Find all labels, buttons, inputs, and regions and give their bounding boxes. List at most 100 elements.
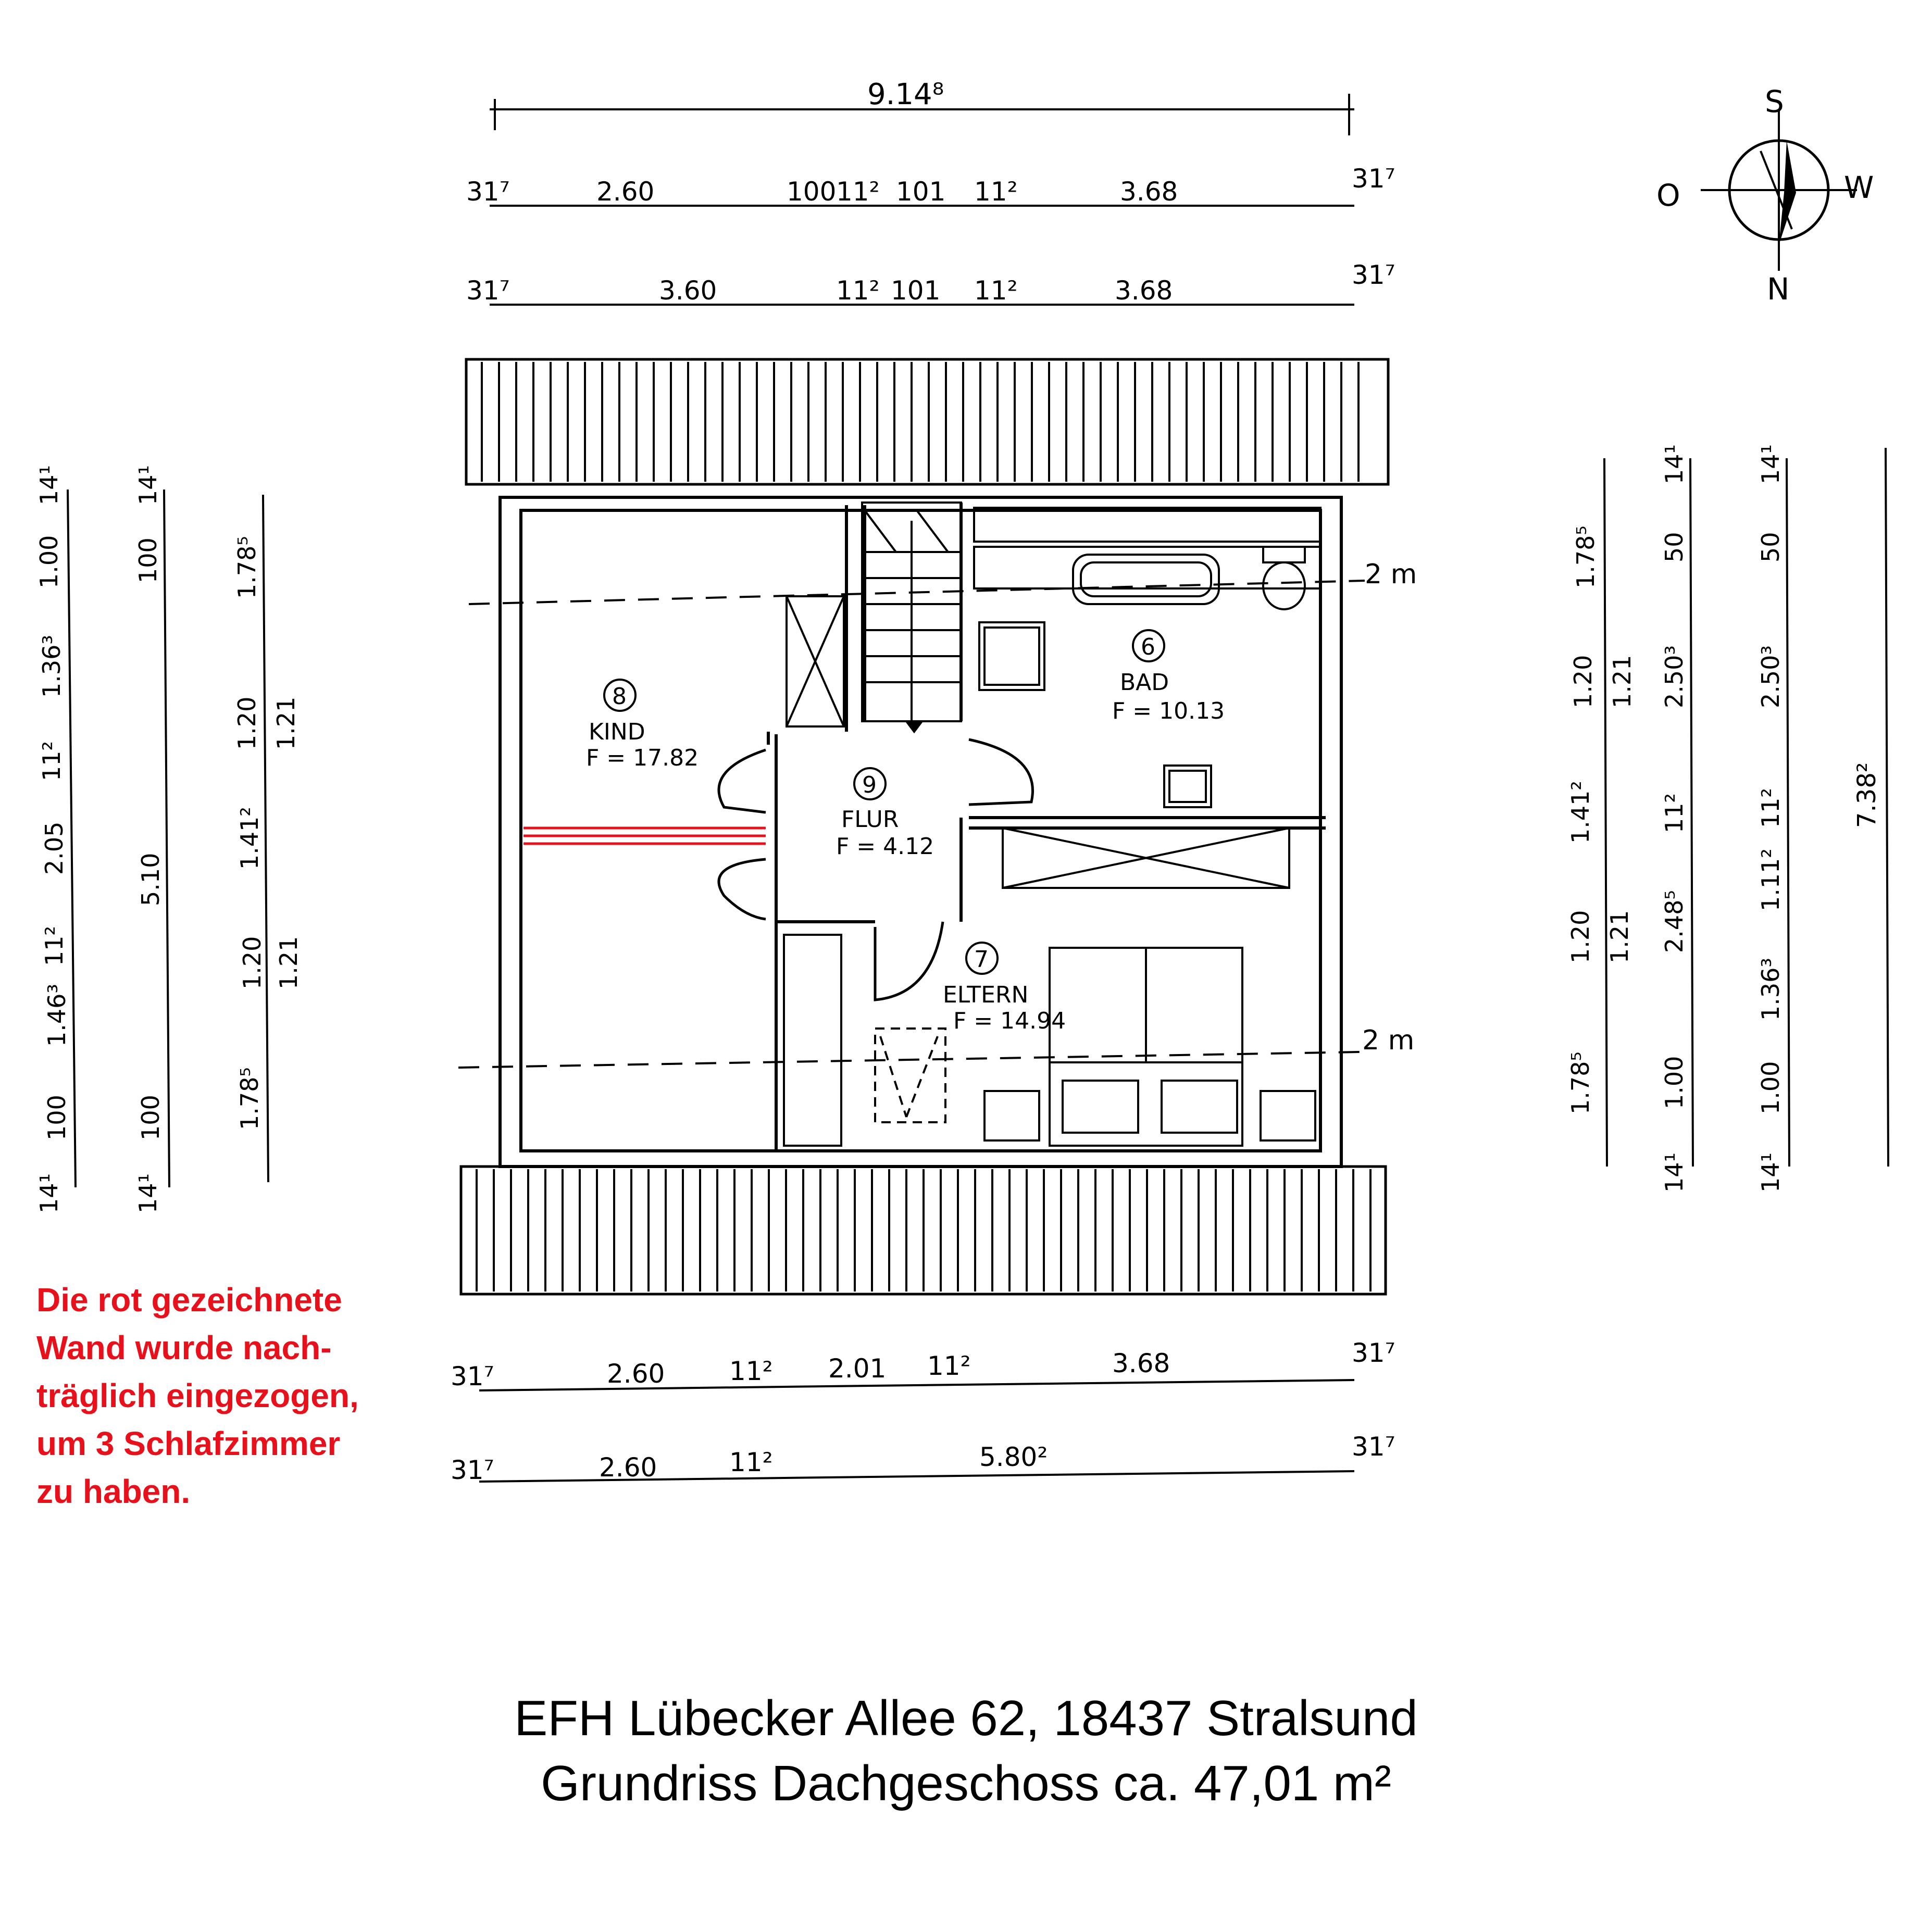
dim-top-row2-labels: 31⁷ 3.60 11² 101 11² 3.68 31⁷ <box>466 260 1395 306</box>
dim-label: 14¹ <box>35 1173 63 1213</box>
bath-fixtures <box>973 507 1322 808</box>
dim-label: 31⁷ <box>451 1361 494 1391</box>
dim-label: 1.46³ <box>43 984 71 1047</box>
dim-label: 31⁷ <box>1352 164 1395 194</box>
dim-label: 1.00 <box>35 535 63 588</box>
dim-label: 2.50³ <box>1660 645 1688 708</box>
dim-top-total: 9.14⁸ <box>867 78 944 111</box>
room-area: F = 17.82 <box>586 745 699 771</box>
dim-label: 1.21 <box>275 936 303 989</box>
note-line: Wand wurde nach- <box>36 1329 332 1366</box>
room-number: 8 <box>612 683 627 710</box>
room-number: 6 <box>1141 634 1155 660</box>
roof-band-bottom <box>459 1165 1387 1296</box>
dim-label: 2.50³ <box>1756 645 1785 708</box>
height-mark-lower: 2 m <box>1362 1025 1414 1056</box>
room-area: F = 10.13 <box>1112 698 1225 724</box>
staircase <box>861 501 962 734</box>
dim-label: 1.00 <box>1756 1061 1785 1114</box>
roof-band-top <box>465 358 1390 486</box>
compass-east-label: O <box>1656 178 1680 213</box>
dim-label: 11² <box>729 1356 773 1386</box>
dim-label: 3.68 <box>1115 275 1173 306</box>
dim-label: 14¹ <box>1756 444 1785 484</box>
dim-label: 100 <box>43 1095 71 1140</box>
dim-label: 31⁷ <box>1352 260 1395 290</box>
dim-label: 31⁷ <box>451 1455 494 1485</box>
dim-label: 14¹ <box>1756 1152 1785 1193</box>
room-name: KIND <box>589 719 645 745</box>
dim-label: 50 <box>1756 532 1785 562</box>
dim-left-col1-labels: 14¹ 100 1.46³ 11² 2.05 11² 1.36³ 1.00 14… <box>35 465 71 1213</box>
compass-west-label: W <box>1844 170 1874 205</box>
eltern-wardrobe <box>1002 827 1290 889</box>
room-name: ELTERN <box>943 982 1028 1008</box>
dim-label: 3.68 <box>1112 1348 1170 1378</box>
dim-label: 11² <box>836 275 880 306</box>
dim-label: 1.20 <box>1566 910 1594 963</box>
room-name: BAD <box>1120 669 1169 696</box>
dim-label: 31⁷ <box>466 275 510 306</box>
dim-bottom-row2-labels: 31⁷ 2.60 11² 5.80² 31⁷ <box>451 1432 1395 1485</box>
dim-left-col2-labels: 14¹ 100 5.10 100 14¹ <box>134 465 165 1213</box>
dim-label: 2.60 <box>596 177 654 207</box>
left-dimensions <box>67 489 269 1188</box>
dim-label: 14¹ <box>134 465 162 505</box>
room-eltern: 7 ELTERN F = 14.94 <box>943 942 1066 1034</box>
dim-label: 3.60 <box>659 275 717 306</box>
top-dimensions <box>490 94 1354 306</box>
dim-label: 100 <box>787 177 836 207</box>
height-mark-upper: 2 m <box>1365 559 1417 590</box>
dim-right-col1-labels: 1.78⁵ 1.20 1.21 1.41² 1.20 1.21 1.78⁵ <box>1566 525 1636 1114</box>
dim-label: 1.78⁵ <box>233 536 261 599</box>
room-bad: 6 BAD F = 10.13 <box>1112 629 1225 724</box>
red-wall-note: Die rot gezeichnete Wand wurde nach- trä… <box>36 1276 453 1515</box>
dim-label: 100 <box>134 537 162 583</box>
eltern-bed <box>783 934 1316 1147</box>
dim-label: 1.41² <box>235 807 264 870</box>
room-name: FLUR <box>841 806 899 833</box>
dim-label: 11² <box>1756 788 1785 828</box>
note-line: um 3 Schlafzimmer <box>36 1425 341 1462</box>
dim-label: 1.21 <box>272 697 300 750</box>
dim-right-col2-labels: 14¹ 50 2.50³ 11² 2.48⁵ 1.00 14¹ <box>1660 444 1688 1193</box>
dim-label: 11² <box>38 741 66 781</box>
room-number: 9 <box>862 772 877 798</box>
dim-label: 1.21 <box>1608 655 1636 708</box>
dim-label: 1.21 <box>1605 910 1634 963</box>
room-area: F = 4.12 <box>836 833 934 860</box>
dim-label: 1.20 <box>238 936 266 989</box>
room-number: 7 <box>974 946 989 973</box>
dim-label: 101 <box>896 177 945 207</box>
dim-label: 1.20 <box>1569 655 1597 708</box>
dim-label: 1.20 <box>233 697 261 750</box>
doors <box>717 738 1034 1001</box>
dim-right-col3-labels: 14¹ 50 2.50³ 11² 1.11² 1.36³ 1.00 14¹ <box>1756 444 1785 1193</box>
compass-south-label: S <box>1765 84 1784 119</box>
dim-label: 31⁷ <box>1352 1432 1395 1462</box>
dim-right-total: 7.38² <box>1852 762 1881 828</box>
dim-label: 2.60 <box>599 1452 657 1483</box>
dim-label: 11² <box>836 177 880 207</box>
room-flur: 9 FLUR F = 4.12 <box>836 767 934 860</box>
dim-label: 1.00 <box>1660 1056 1688 1109</box>
dim-label: 2.60 <box>607 1359 665 1389</box>
dim-label: 11² <box>729 1447 773 1477</box>
dim-top-row1-labels: 31⁷ 2.60 100 11² 101 11² 3.68 31⁷ <box>466 164 1395 207</box>
roof-hatch-opening <box>874 1027 946 1123</box>
compass-rose-icon: S W O N <box>1656 84 1874 307</box>
dim-label: 1.78⁵ <box>1566 1051 1594 1114</box>
dim-left-col3-labels: 1.78⁵ 1.20 1.21 1.41² 1.20 1.21 1.78⁵ <box>233 536 303 1130</box>
dim-label: 11² <box>974 177 1018 207</box>
dim-label: 1.11² <box>1756 848 1785 911</box>
dim-label: 14¹ <box>1660 444 1688 484</box>
note-line: träglich eingezogen, <box>36 1377 359 1414</box>
dim-bottom-row1-labels: 31⁷ 2.60 11² 2.01 11² 3.68 31⁷ <box>451 1338 1395 1391</box>
dim-label: 14¹ <box>35 465 63 505</box>
dim-label: 31⁷ <box>466 177 510 207</box>
dim-label: 1.78⁵ <box>235 1067 264 1130</box>
dim-label: 14¹ <box>134 1173 162 1213</box>
dim-label: 1.41² <box>1566 781 1594 844</box>
dim-label: 14¹ <box>1660 1152 1688 1193</box>
